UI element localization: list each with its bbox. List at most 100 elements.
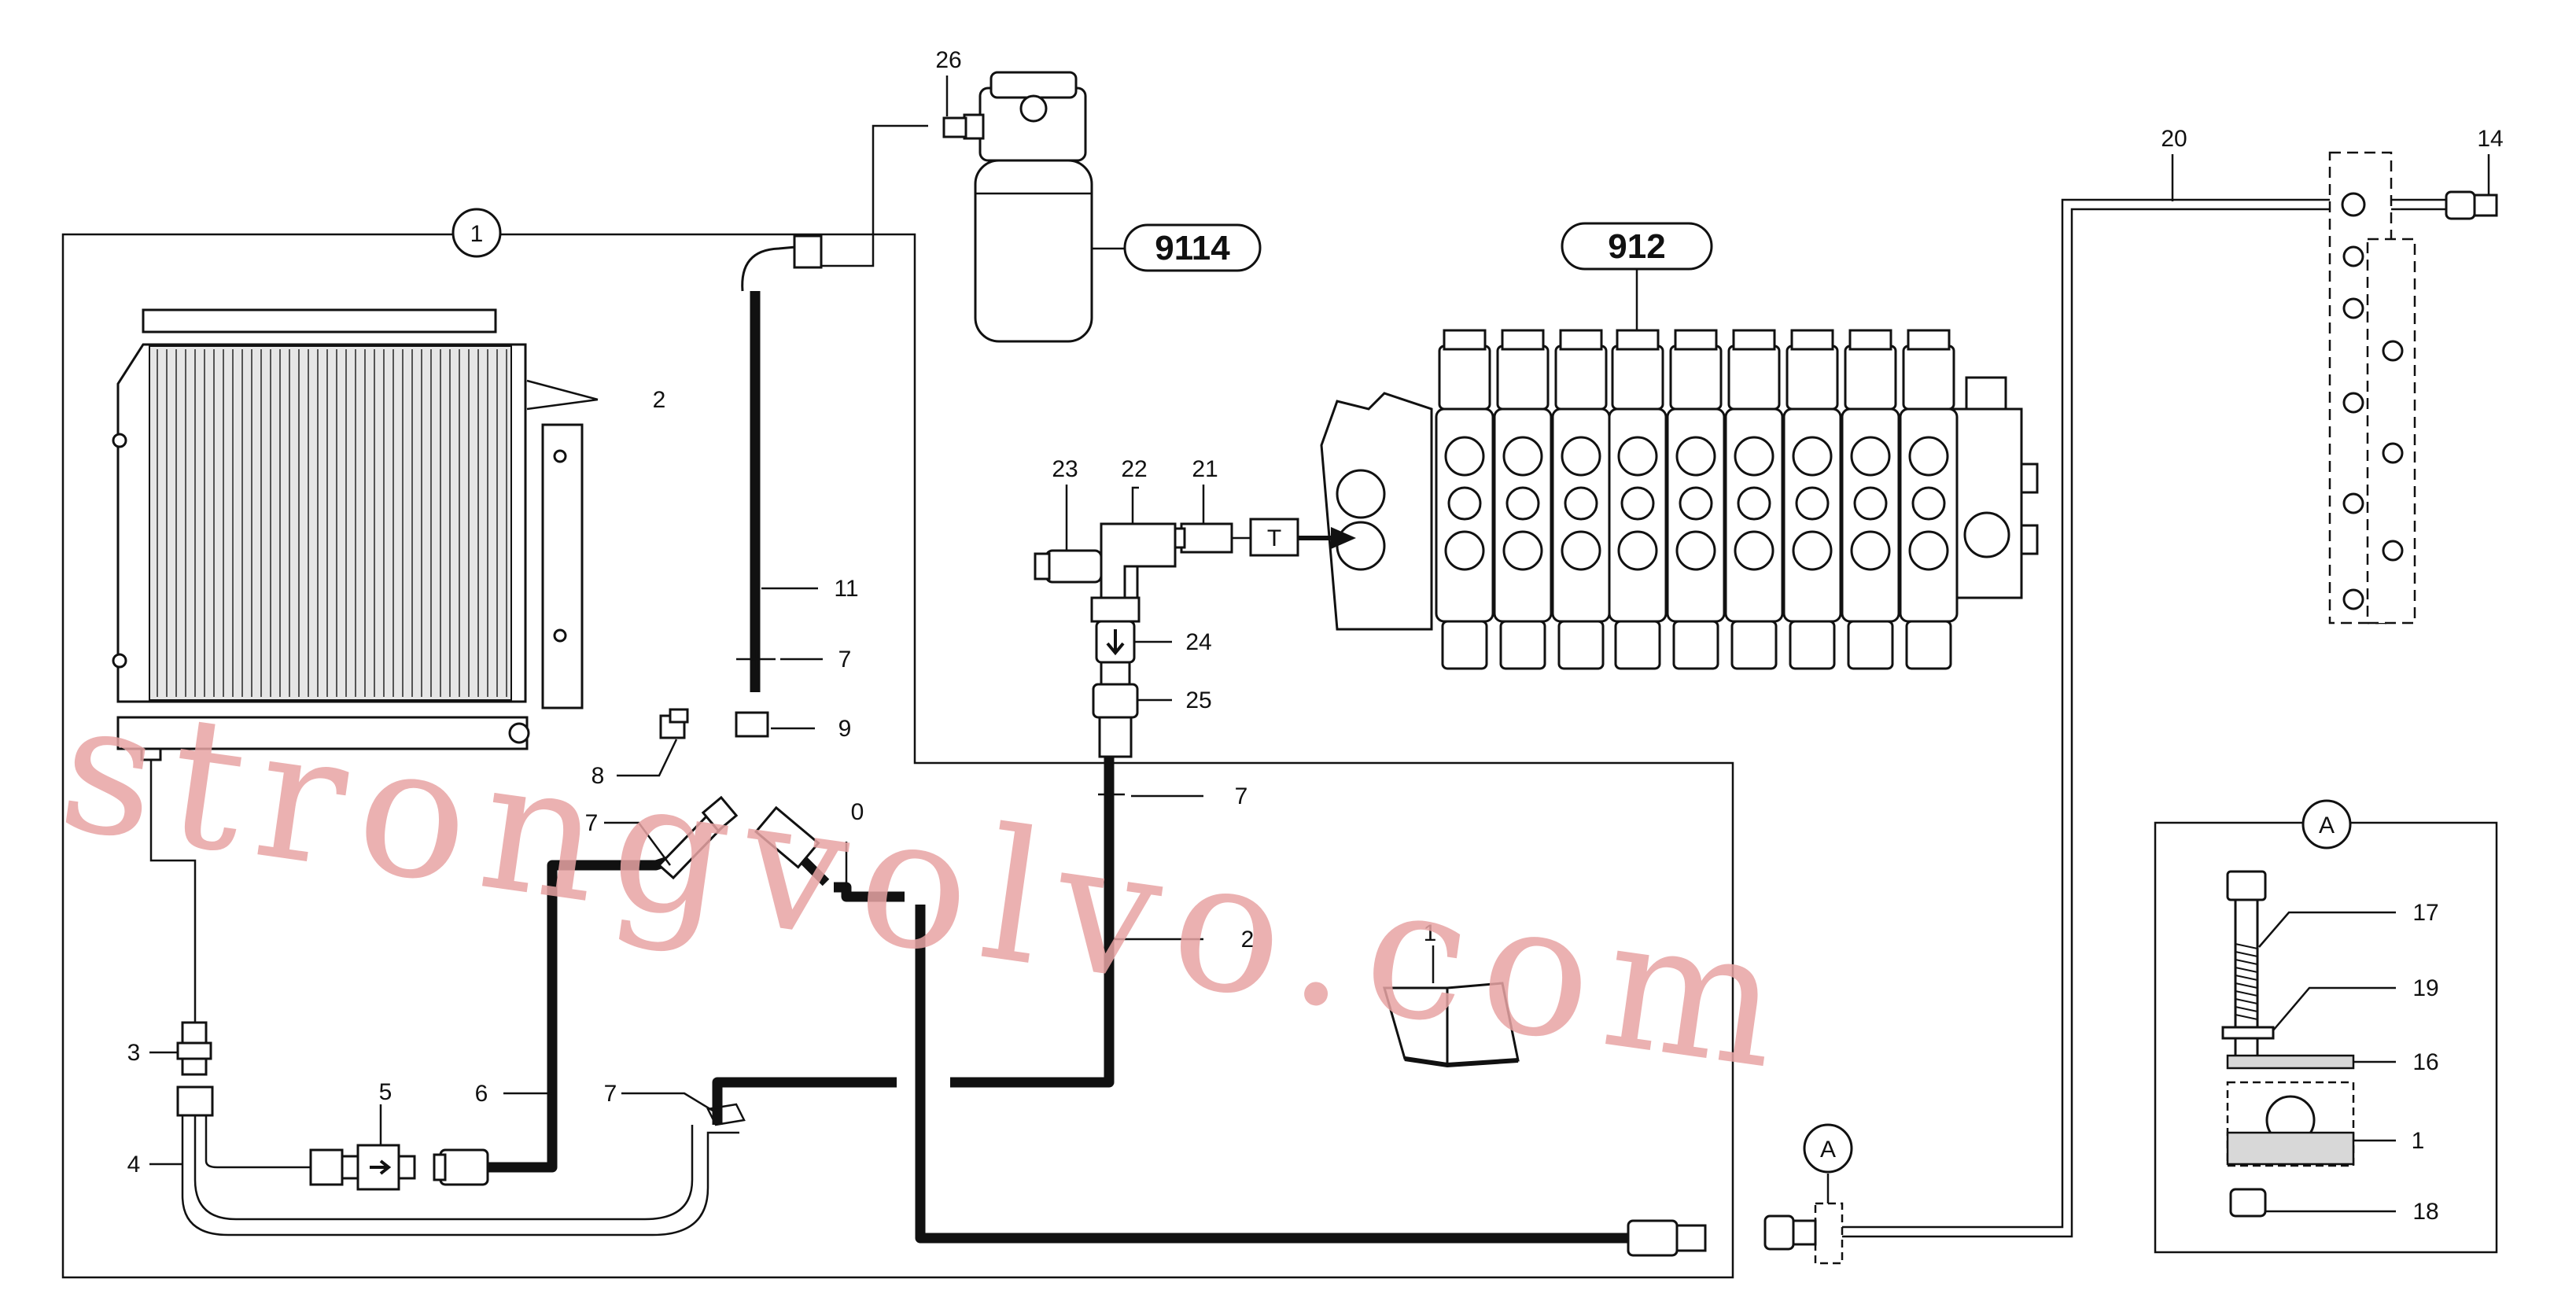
fitting-9 xyxy=(735,711,769,738)
callout-21: 21 xyxy=(1192,456,1218,482)
washer-19 xyxy=(2221,1026,2275,1040)
valve-section xyxy=(1608,329,1668,670)
detail-a-marker-lower xyxy=(1803,1123,1853,1174)
cooler-outlet-line xyxy=(149,760,197,1023)
group-1-marker xyxy=(451,208,502,258)
tank-arrowhead xyxy=(1331,527,1356,549)
tee-assembly xyxy=(1034,522,1233,758)
hose-lower xyxy=(712,1077,897,1125)
line-to-filter xyxy=(821,124,928,267)
callout-10: 0 xyxy=(851,799,864,825)
bolt-thread xyxy=(2235,990,2258,997)
leader-7b xyxy=(604,821,672,866)
detail-a-marker xyxy=(2301,799,2352,849)
callout-8: 8 xyxy=(591,763,605,789)
callout-1c: 1 xyxy=(2412,1128,2425,1154)
callout-7b: 7 xyxy=(585,810,599,836)
fitting-14 xyxy=(2445,190,2498,220)
callout-18: 18 xyxy=(2412,1199,2438,1225)
leader-19 xyxy=(2272,986,2396,1031)
mounting-bracket xyxy=(2328,151,2416,625)
valve-section xyxy=(1435,329,1494,670)
valve-section xyxy=(1841,329,1900,670)
callout-2: 2 xyxy=(653,387,666,413)
pipe-20-inner xyxy=(1842,208,2446,1238)
callout-20: 20 xyxy=(2161,126,2187,152)
group-1-frame xyxy=(61,233,1734,1279)
valve-section xyxy=(1724,329,1784,670)
detail-a-lower: A xyxy=(1820,1137,1836,1163)
bolt-thread xyxy=(2235,982,2258,989)
check-valve-5 xyxy=(309,1144,416,1191)
ref-912: 912 xyxy=(1608,227,1665,266)
leader-2 xyxy=(526,379,599,411)
hose-11-nut xyxy=(793,234,823,269)
bolt-thread xyxy=(2235,1014,2258,1020)
clamp-7-lower xyxy=(706,1103,746,1126)
bolt-thread xyxy=(2235,998,2258,1004)
oil-cooler xyxy=(112,308,584,761)
pipe-4-outer xyxy=(181,1115,739,1236)
valve-section xyxy=(1551,329,1611,670)
adapter-3 xyxy=(176,1021,214,1117)
fitting-a-lower xyxy=(1763,1202,1844,1265)
bolt-thread xyxy=(2235,959,2258,965)
clamp-7c xyxy=(1098,787,1125,804)
hose-11-elbow xyxy=(741,245,797,292)
valve-section xyxy=(1493,329,1553,670)
callout-17: 17 xyxy=(2412,900,2438,926)
bolt-thread xyxy=(2235,1006,2258,1012)
callout-7a: 7 xyxy=(838,647,852,673)
pipe-4-inner xyxy=(205,1115,311,1169)
callout-24: 24 xyxy=(1185,629,1211,655)
callout-3: 3 xyxy=(127,1040,141,1066)
operator-manual xyxy=(1383,982,1520,1068)
watermark: strongvolvo.com xyxy=(49,661,1807,1111)
callout-7-lower: 7 xyxy=(604,1081,617,1107)
leader-8 xyxy=(617,739,678,777)
return-filter xyxy=(942,71,1093,343)
callout-16: 16 xyxy=(2412,1049,2438,1075)
callout-6: 6 xyxy=(475,1081,488,1107)
callout-14: 14 xyxy=(2477,126,2503,152)
hose-end-6 xyxy=(433,1148,489,1186)
callout-26: 26 xyxy=(935,47,961,73)
callout-4: 4 xyxy=(127,1152,141,1177)
callout-25: 25 xyxy=(1185,687,1211,713)
callout-1b: 1 xyxy=(1424,920,1437,946)
tank-port-label: T xyxy=(1267,525,1281,551)
callout-11: 11 xyxy=(834,576,858,602)
ref-9114: 9114 xyxy=(1155,229,1230,267)
callout-7c: 7 xyxy=(1235,783,1248,809)
sensor-10 xyxy=(754,805,830,886)
leader-22 xyxy=(1131,486,1139,524)
bolt-thread xyxy=(2235,943,2258,949)
leader-7-lower xyxy=(621,1092,721,1117)
hose-end-right xyxy=(1627,1219,1707,1257)
pipe-20-outer xyxy=(1842,198,2446,1229)
hose-10 xyxy=(834,882,905,902)
valve-section xyxy=(1782,329,1842,670)
bolt-thread xyxy=(2235,967,2258,973)
callout-1: 1 xyxy=(470,221,484,247)
nut-18 xyxy=(2229,1188,2267,1218)
clamp-16 xyxy=(2226,1054,2355,1167)
angle-fitting-7 xyxy=(657,795,739,880)
callout-22: 22 xyxy=(1121,456,1147,482)
callout-19: 19 xyxy=(2412,975,2438,1001)
callout-5: 5 xyxy=(379,1079,392,1105)
callout-9: 9 xyxy=(838,716,852,742)
clamp-7a xyxy=(736,650,776,670)
ref-9114-box xyxy=(1123,223,1262,272)
detail-a-box xyxy=(2154,821,2498,1254)
bolt-thread xyxy=(2235,951,2258,957)
valve-section xyxy=(1666,329,1726,670)
callout-2b: 2 xyxy=(1241,927,1255,953)
bolt-thread xyxy=(2235,975,2258,981)
control-valve xyxy=(1320,329,2039,670)
detail-a-title: A xyxy=(2319,813,2335,838)
pipe-4-inner2 xyxy=(193,1115,694,1221)
valve-section xyxy=(1899,329,1959,670)
callout-23: 23 xyxy=(1052,456,1078,482)
